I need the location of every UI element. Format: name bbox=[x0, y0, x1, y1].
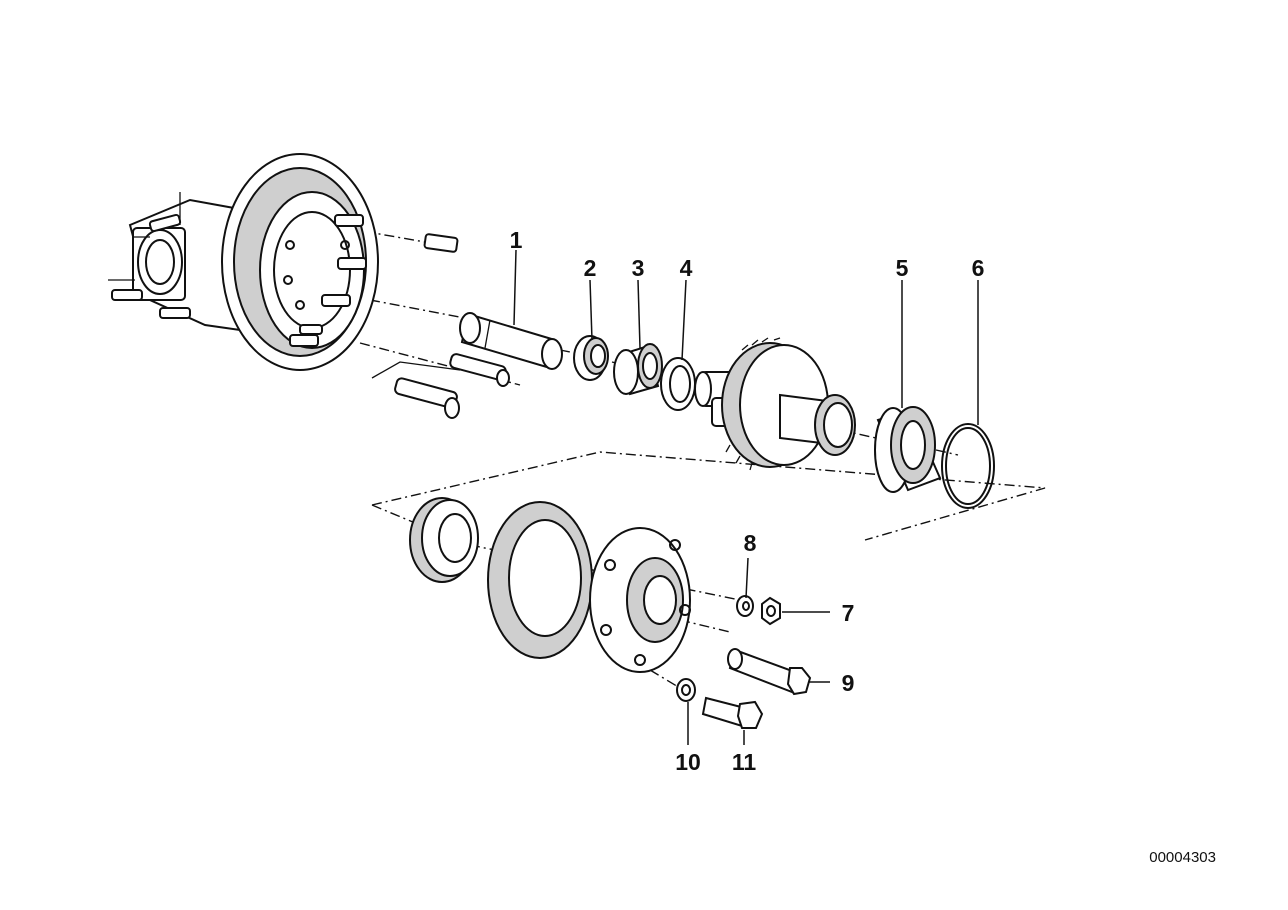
callout-10: 10 bbox=[675, 749, 701, 775]
part-4-shim bbox=[660, 357, 696, 411]
callout-1: 1 bbox=[510, 227, 523, 253]
part-9-bolt bbox=[727, 648, 812, 696]
callout-5: 5 bbox=[896, 255, 909, 281]
crown-wheel-assembly bbox=[694, 337, 856, 471]
carrier-studs bbox=[394, 233, 510, 419]
callout-7: 7 bbox=[842, 600, 855, 626]
final-drive-housing bbox=[108, 153, 379, 371]
callout-3: 3 bbox=[632, 255, 645, 281]
part-10-washer bbox=[676, 678, 696, 702]
drawing-number: 00004303 bbox=[1149, 849, 1216, 866]
callout-9: 9 bbox=[842, 670, 855, 696]
callout-4: 4 bbox=[680, 255, 693, 281]
part-1-sleeve bbox=[459, 312, 563, 370]
housing-cover bbox=[589, 527, 691, 673]
callout-numbers: 1 2 3 4 5 6 7 8 9 10 11 bbox=[510, 227, 985, 775]
callout-8: 8 bbox=[744, 530, 757, 556]
part-7-nut bbox=[761, 596, 781, 626]
part-8-washer bbox=[736, 595, 754, 617]
part-3-roller-bearing bbox=[613, 343, 663, 396]
callout-6: 6 bbox=[972, 255, 985, 281]
part-2-bearing-race bbox=[573, 335, 609, 381]
part-6-circlip bbox=[941, 423, 995, 509]
gasket bbox=[487, 501, 593, 659]
shaft-seal bbox=[409, 497, 479, 583]
leader-lines bbox=[513, 249, 979, 745]
alignment-lines bbox=[344, 227, 1046, 689]
part-11-bolt bbox=[701, 696, 764, 729]
part-5-ball-bearing bbox=[874, 406, 942, 493]
callout-2: 2 bbox=[584, 255, 597, 281]
callout-11: 11 bbox=[732, 749, 757, 775]
